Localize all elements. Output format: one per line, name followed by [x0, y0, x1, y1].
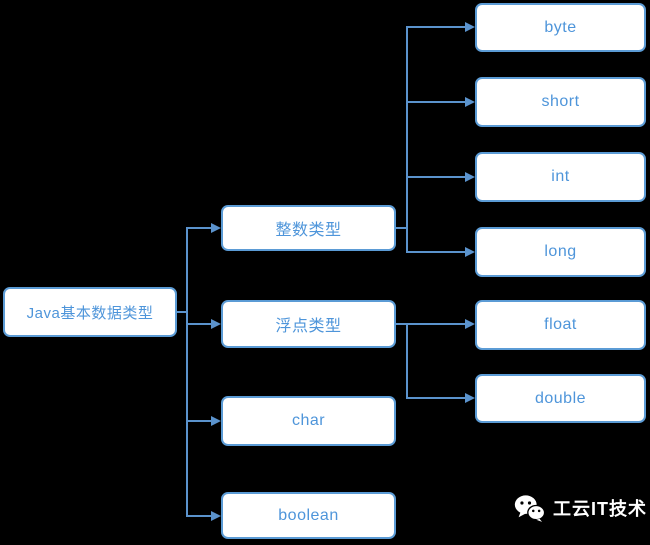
arrowhead-icon	[465, 172, 475, 182]
arrowhead-icon	[465, 319, 475, 329]
arrowhead-icon	[465, 393, 475, 403]
connector-branch-integer-types	[186, 227, 212, 229]
node-short: short	[475, 77, 646, 127]
arrowhead-icon	[211, 223, 221, 233]
connector-branch-float-types	[186, 323, 212, 325]
node-boolean: boolean	[221, 492, 396, 539]
connector-trunk-integer	[406, 26, 408, 253]
connector-branch-double	[406, 397, 466, 399]
connector-trunk-main	[186, 227, 188, 517]
connector-branch-char	[186, 420, 212, 422]
arrowhead-icon	[211, 416, 221, 426]
node-char: char	[221, 396, 396, 446]
node-integer-types: 整数类型	[221, 205, 396, 251]
connector-branch-short	[406, 101, 466, 103]
connector-branch-float	[396, 323, 466, 325]
connector-integer-feeder	[396, 227, 408, 229]
arrowhead-icon	[465, 22, 475, 32]
watermark: 工云IT技术	[514, 494, 647, 522]
arrowhead-icon	[465, 247, 475, 257]
arrowhead-icon	[211, 511, 221, 521]
node-long: long	[475, 227, 646, 277]
connector-branch-boolean	[186, 515, 212, 517]
node-float-types: 浮点类型	[221, 300, 396, 348]
node-byte: byte	[475, 3, 646, 52]
watermark-text: 工云IT技术	[553, 499, 647, 519]
node-java-basic-types: Java基本数据类型	[3, 287, 177, 337]
node-int: int	[475, 152, 646, 202]
connector-branch-byte	[406, 26, 466, 28]
arrowhead-icon	[465, 97, 475, 107]
node-double: double	[475, 374, 646, 423]
wechat-icon	[514, 494, 545, 522]
arrowhead-icon	[211, 319, 221, 329]
connector-root-stub	[177, 311, 186, 313]
connector-trunk-float	[406, 323, 408, 399]
node-float: float	[475, 300, 646, 350]
connector-branch-int	[406, 176, 466, 178]
connector-branch-long	[406, 251, 466, 253]
